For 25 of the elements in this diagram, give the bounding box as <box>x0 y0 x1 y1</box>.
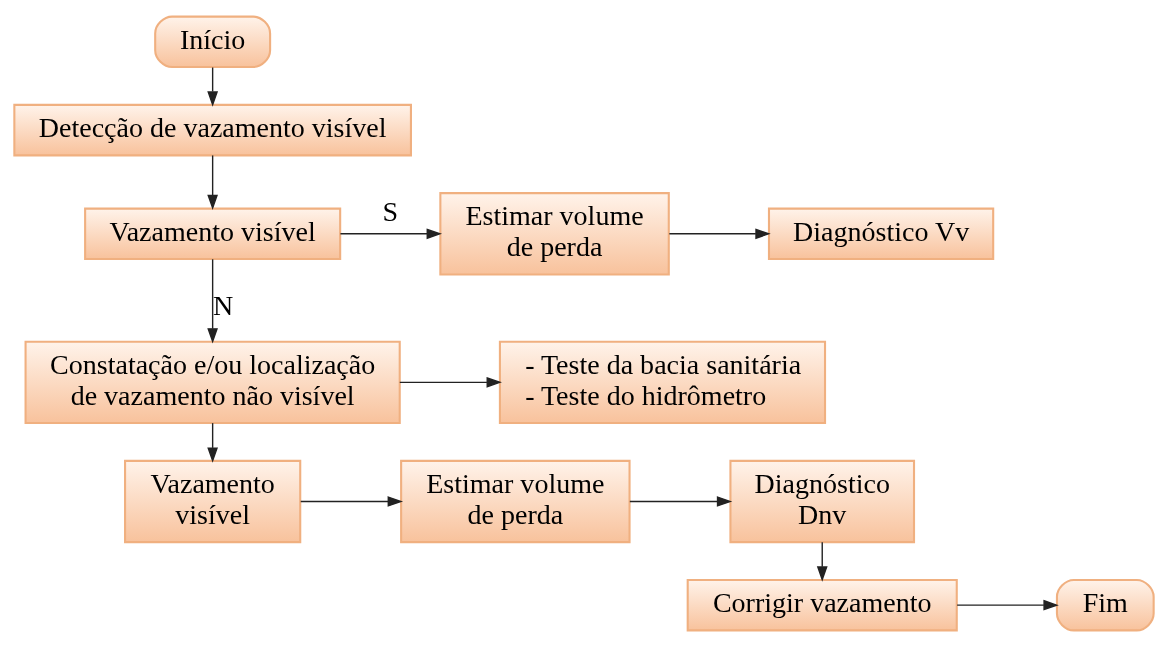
arrow <box>339 227 442 239</box>
node-box: Estimar volume de perda <box>400 459 631 543</box>
edge-label: S <box>382 195 399 227</box>
node-box: Vazamento visível <box>84 207 342 260</box>
node-box: Estimar volume de perda <box>439 191 670 275</box>
node-box: Constatação e/ou localização de vazamento não visível <box>24 340 401 424</box>
node-box: Início <box>154 15 272 68</box>
node-box: Diagnóstico Dnv <box>729 459 916 543</box>
arrow <box>629 495 733 507</box>
arrow <box>207 421 219 463</box>
node-box: Corrigir vazamento <box>686 578 958 631</box>
arrow <box>668 227 771 239</box>
edge-label: N <box>213 289 234 321</box>
arrow <box>207 66 219 107</box>
node-box: Diagnóstico Vv <box>767 207 995 260</box>
node-box: Fim <box>1055 578 1155 631</box>
arrow <box>207 154 219 210</box>
arrow <box>207 258 219 344</box>
node-box: - Teste da bacia sanitária - Teste do hidrômetro <box>498 340 827 424</box>
arrow <box>956 599 1059 611</box>
arrow <box>300 495 403 507</box>
node-box: Detecção de vazamento visível <box>13 103 412 156</box>
arrow <box>399 376 502 388</box>
arrow <box>816 540 828 582</box>
node-box: Vazamento visível <box>124 459 302 543</box>
